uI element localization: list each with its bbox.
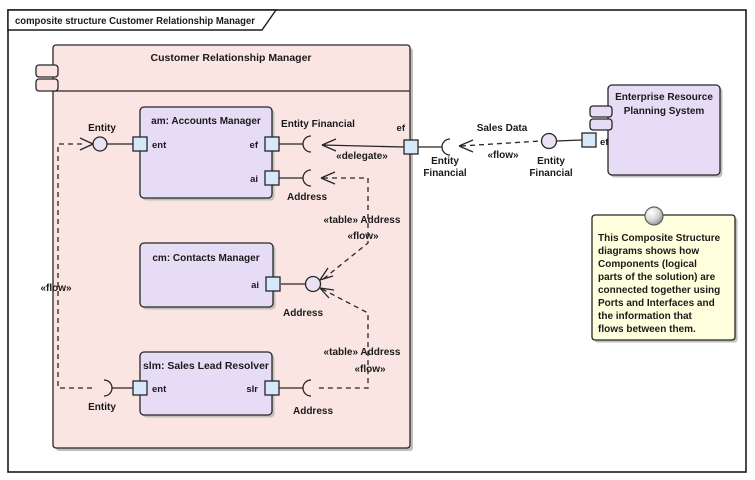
flow-entity-path[interactable] — [57, 143, 96, 389]
component-icon — [35, 78, 59, 92]
note-line: diagrams shows how — [598, 246, 699, 257]
note-element[interactable]: This Composite Structure diagrams shows … — [591, 206, 738, 343]
frame-label: composite structure Customer Relationshi… — [15, 16, 255, 27]
sales-data-arrowhead — [458, 139, 474, 153]
flow-left-label: «flow» — [40, 283, 72, 294]
address-required-am-label: Address — [287, 192, 327, 203]
sales-data-label: Sales Data — [477, 123, 528, 134]
component-icon — [589, 118, 613, 131]
slm-port-ent[interactable] — [132, 380, 148, 396]
flow-lower-arrowhead-ball — [319, 287, 335, 299]
flow-entity-connector[interactable] — [57, 137, 96, 389]
cm-port-ai-label: ai — [251, 280, 259, 291]
address-required-am-socket[interactable] — [302, 169, 312, 187]
note-line: connected together using — [598, 285, 720, 296]
note-line: the information that — [598, 311, 693, 322]
flow-sales-data-connector[interactable]: Sales Data «flow» — [458, 123, 542, 161]
sales-flow-label: «flow» — [487, 150, 519, 161]
frame-label-tab[interactable] — [7, 9, 278, 31]
note-line: flows between them. — [598, 324, 696, 335]
am-port-ef[interactable] — [264, 136, 280, 152]
note-line: parts of the solution) are — [598, 272, 716, 283]
component-icon — [35, 64, 59, 78]
erp-title-line2: Planning System — [624, 106, 705, 117]
entity-financial-crm-socket[interactable] — [441, 138, 451, 156]
table-address-lower-label: «table» Address — [324, 347, 401, 358]
crm-title: Customer Relationship Manager — [150, 52, 311, 64]
entity-required-socket[interactable] — [103, 379, 113, 397]
note-line: This Composite Structure — [598, 233, 721, 244]
flow-table-address-lower-connector[interactable]: «table» Address «flow» — [317, 287, 401, 389]
delegate-line[interactable] — [321, 144, 405, 148]
slm-port-ent-label: ent — [152, 384, 167, 395]
erp-port-ef-label: ef — [600, 137, 609, 148]
erp-port-ef[interactable] — [581, 132, 597, 148]
delegate-arrowhead — [321, 138, 337, 152]
flow-lower-label: «flow» — [354, 364, 386, 375]
cm-title: cm: Contacts Manager — [152, 253, 259, 264]
flow-entity-arrowhead — [79, 137, 94, 151]
cm-component[interactable] — [139, 242, 274, 308]
am-port-ent[interactable] — [132, 136, 148, 152]
am-port-ai-label: ai — [250, 174, 258, 185]
entity-required-label: Entity — [88, 402, 116, 413]
note-line: Components (logical — [598, 259, 697, 270]
cm-port-ai[interactable] — [265, 276, 281, 292]
entity-financial-erp-label-line2: Financial — [529, 168, 573, 179]
entity-financial-crm-label-line2: Financial — [423, 168, 467, 179]
entity-financial-provided-ball[interactable] — [540, 132, 558, 150]
entity-financial-crm-label-line1: Entity — [431, 156, 459, 167]
crm-port-ef[interactable] — [403, 139, 419, 155]
am-port-ent-label: ent — [152, 140, 167, 151]
crm-port-ef-label: ef — [397, 123, 406, 134]
am-title: am: Accounts Manager — [151, 116, 261, 127]
entity-provided-label: Entity — [88, 123, 116, 134]
am-port-ai[interactable] — [264, 170, 280, 186]
address-required-slm-socket[interactable] — [302, 379, 312, 397]
address-required-slm-label: Address — [293, 406, 333, 417]
note-line: Ports and Interfaces and — [598, 298, 715, 309]
flow-upper-arrowhead-ball — [319, 267, 334, 281]
am-port-ef-label: ef — [250, 140, 259, 151]
erp-ef-interface-link[interactable] — [555, 139, 583, 142]
component-icon — [589, 105, 613, 118]
delegate-label: «delegate» — [336, 151, 388, 162]
entity-financial-required-label: Entity Financial — [281, 119, 355, 130]
entity-financial-erp-label-line1: Entity — [537, 156, 565, 167]
address-provided-ball[interactable] — [304, 275, 322, 293]
flow-upper-path[interactable] — [321, 177, 369, 281]
table-address-upper-label: «table» Address — [324, 215, 401, 226]
flow-upper-arrowhead-socket — [320, 171, 336, 185]
delegate-connector[interactable]: «delegate» — [321, 138, 405, 162]
note-pin-icon — [644, 206, 664, 226]
sales-data-path[interactable] — [460, 140, 542, 147]
address-provided-label: Address — [283, 308, 323, 319]
flow-upper-label: «flow» — [347, 231, 379, 242]
am-component[interactable] — [139, 106, 273, 199]
entity-provided-ball[interactable] — [92, 136, 108, 152]
slm-port-slr-label: slr — [246, 384, 258, 395]
entity-financial-required-socket[interactable] — [302, 135, 312, 153]
erp-title-line1: Enterprise Resource — [615, 92, 713, 103]
slm-port-slr[interactable] — [264, 380, 280, 396]
slm-title: slm: Sales Lead Resolver — [143, 361, 269, 372]
flow-table-address-upper-connector[interactable]: «table» Address «flow» — [319, 171, 401, 281]
